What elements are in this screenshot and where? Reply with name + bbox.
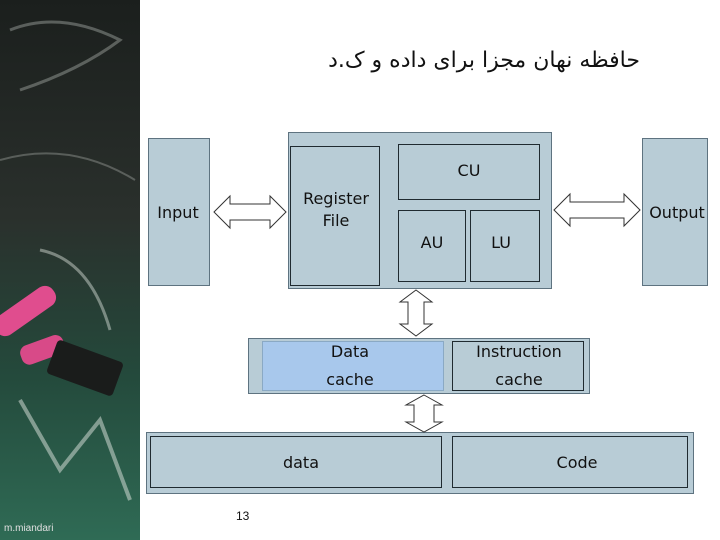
- input-register-arrow: [213, 194, 287, 230]
- lu-label: LU: [491, 233, 511, 252]
- data-cache-label: Data cache: [326, 342, 374, 389]
- register-file-box: [290, 146, 380, 286]
- slide-title: حافظه نهان مجزا برای داده و ک.د: [328, 48, 640, 73]
- input-label: Input: [157, 203, 199, 222]
- output-label: Output: [649, 203, 705, 222]
- data-memory-box: [150, 436, 442, 488]
- code-memory-label: Code: [556, 453, 598, 472]
- register-file-label: Register File: [303, 189, 369, 230]
- cache-memory-arrow: [404, 394, 444, 433]
- author-credit: m.miandari: [4, 523, 54, 534]
- cpu-output-arrow: [553, 192, 641, 228]
- data-cache-box: [262, 341, 444, 391]
- input-box: [148, 138, 210, 286]
- instruction-cache-box: [452, 341, 584, 391]
- code-memory-box: [452, 436, 688, 488]
- cu-label: CU: [457, 161, 481, 180]
- instruction-cache-label: Instruction cache: [476, 342, 562, 389]
- cu-box: [398, 144, 540, 200]
- cpu-cache-arrow: [398, 289, 434, 337]
- output-box: [642, 138, 708, 286]
- chalk-decoration: [0, 20, 136, 501]
- page-number: 13: [236, 509, 250, 523]
- lu-box: [470, 210, 540, 282]
- data-memory-label: data: [282, 453, 320, 472]
- chalkboard-sidebar: m.miandari: [0, 0, 140, 540]
- au-label: AU: [420, 233, 444, 252]
- au-box: [398, 210, 466, 282]
